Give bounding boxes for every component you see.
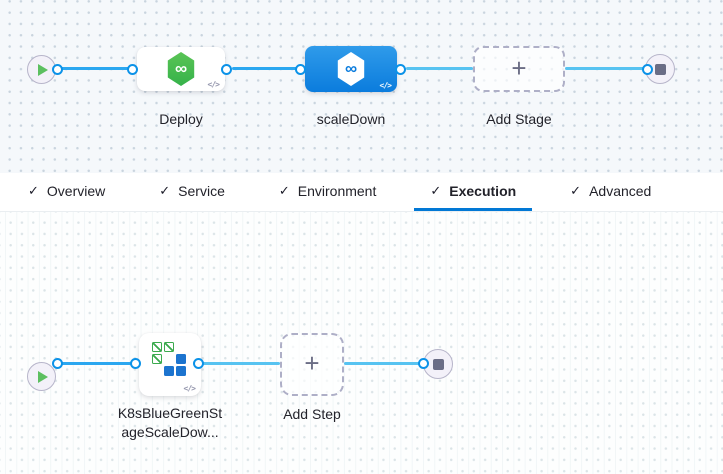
check-icon: ✓	[28, 183, 39, 198]
tab-label: Overview	[46, 182, 106, 199]
infinity-glyph: ∞	[344, 58, 358, 78]
tab-overview[interactable]: ✓ Overview	[12, 173, 121, 211]
start-node-port[interactable]	[52, 64, 63, 75]
step-right-port[interactable]	[193, 358, 204, 369]
stage-node-label: scaleDown	[316, 111, 386, 127]
tab-advanced[interactable]: ✓ Advanced	[554, 173, 667, 211]
add-step-button[interactable]: +	[280, 333, 344, 396]
tab-label: Execution	[449, 182, 517, 199]
check-icon: ✓	[430, 183, 442, 198]
tab-service[interactable]: ✓ Service	[143, 173, 241, 211]
check-icon: ✓	[570, 183, 582, 198]
scaledown-left-port[interactable]	[295, 64, 306, 75]
stage-graph-canvas: ∞ </> ∞ </> + Deploy scaleDown Add Stage	[0, 0, 723, 173]
k8s-new-pod-icon	[164, 366, 174, 376]
edge-connector	[57, 67, 133, 70]
execution-graph-canvas: </> + K8sBlueGreenSt ageScaleDow... Add …	[0, 212, 723, 474]
k8s-new-pod-icon	[176, 366, 186, 376]
stop-icon	[654, 63, 666, 75]
add-step-label: Add Step	[283, 406, 341, 422]
k8s-old-pod-icon	[164, 342, 174, 352]
play-icon	[38, 63, 48, 76]
edge-connector	[57, 362, 136, 365]
add-stage-button[interactable]: +	[473, 46, 565, 92]
tab-label: Environment	[297, 182, 377, 199]
k8s-old-pod-icon	[152, 354, 162, 364]
stage-node-deploy[interactable]: ∞ </>	[137, 47, 225, 91]
step-node-k8s-scale-down[interactable]: </>	[139, 333, 201, 396]
step-left-port[interactable]	[130, 358, 141, 369]
add-stage-label: Add Stage	[486, 111, 552, 127]
plus-icon: +	[511, 52, 527, 83]
stop-icon	[432, 358, 444, 370]
pipeline-start-node	[27, 55, 56, 84]
start-node-port[interactable]	[52, 358, 63, 369]
edge-connector	[565, 67, 645, 70]
code-toggle-icon[interactable]: </>	[183, 384, 196, 393]
stage-node-scaledown[interactable]: ∞ </>	[305, 46, 397, 92]
harness-deployment-icon: ∞	[167, 52, 195, 86]
edge-connector	[406, 67, 473, 70]
harness-deployment-icon: ∞	[337, 52, 365, 86]
execution-start-node	[27, 362, 56, 391]
step-node-label: K8sBlueGreenSt ageScaleDow...	[96, 404, 244, 442]
tab-label: Advanced	[589, 182, 652, 199]
check-icon: ✓	[159, 183, 171, 198]
play-icon	[38, 370, 48, 383]
k8s-old-pod-icon	[152, 342, 162, 352]
edge-connector	[199, 362, 280, 365]
check-icon: ✓	[278, 183, 290, 198]
stage-node-label: Deploy	[159, 111, 203, 127]
deploy-left-port[interactable]	[127, 64, 138, 75]
tab-label: Service	[178, 182, 225, 199]
step-node-label-line2: ageScaleDow...	[121, 424, 219, 440]
end-node-port[interactable]	[642, 64, 653, 75]
plus-icon: +	[304, 348, 320, 378]
tab-execution[interactable]: ✓ Execution	[414, 173, 533, 211]
code-toggle-icon[interactable]: </>	[379, 81, 392, 90]
code-toggle-icon[interactable]: </>	[207, 80, 220, 89]
step-node-label-line1: K8sBlueGreenSt	[117, 405, 223, 421]
k8s-new-pod-icon	[176, 354, 186, 364]
infinity-glyph: ∞	[174, 58, 188, 78]
edge-connector	[344, 362, 424, 365]
scaledown-right-port[interactable]	[395, 64, 406, 75]
deploy-right-port[interactable]	[221, 64, 232, 75]
stage-config-tab-bar: ✓ Overview ✓ Service ✓ Environment ✓ Exe…	[0, 173, 723, 212]
edge-connector	[232, 67, 301, 70]
k8s-blue-green-icon	[152, 342, 188, 378]
end-node-port[interactable]	[418, 358, 429, 369]
tab-environment[interactable]: ✓ Environment	[263, 173, 393, 211]
